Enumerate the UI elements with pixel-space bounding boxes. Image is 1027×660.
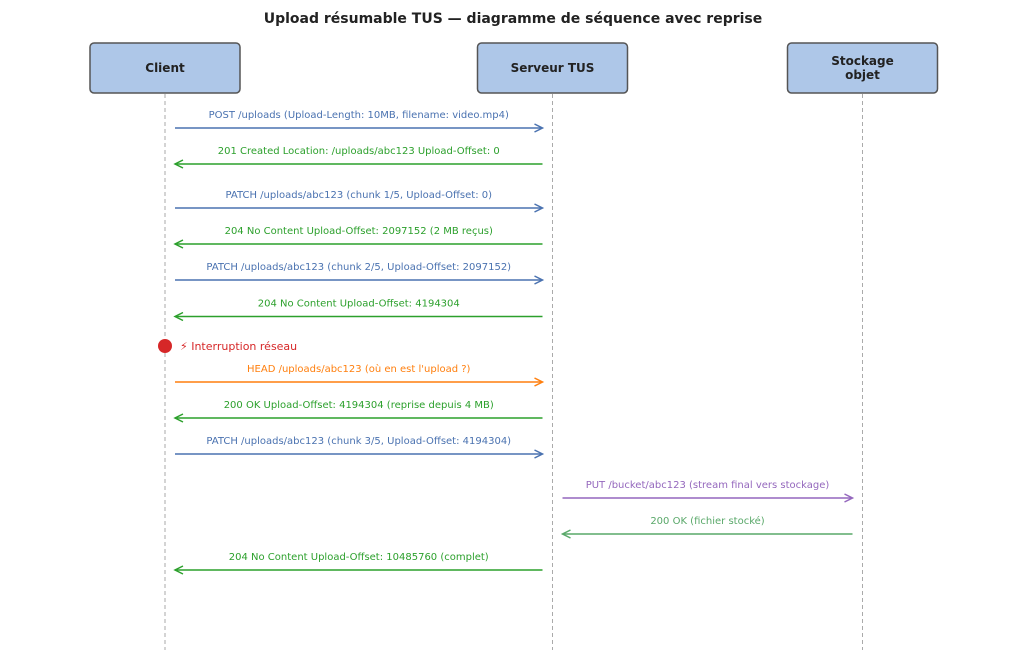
messages: POST /uploads (Upload-Length: 10MB, file… bbox=[158, 110, 855, 575]
message-label: 200 OK (fichier stocké) bbox=[650, 515, 764, 527]
actor-box-client bbox=[89, 42, 241, 94]
message-13: 204 No Content Upload-Offset: 10485760 (… bbox=[173, 552, 543, 575]
message-1: POST /uploads (Upload-Length: 10MB, file… bbox=[175, 110, 545, 133]
message-arrowhead bbox=[173, 311, 184, 322]
message-arrowhead bbox=[844, 493, 855, 503]
message-arrowhead bbox=[173, 565, 184, 575]
message-label: PATCH /uploads/abc123 (chunk 2/5, Upload… bbox=[206, 262, 511, 273]
actor-server: Serveur TUS bbox=[476, 42, 629, 94]
message-5: PATCH /uploads/abc123 (chunk 2/5, Upload… bbox=[175, 262, 545, 285]
message-label: 204 No Content Upload-Offset: 4194304 bbox=[258, 299, 460, 310]
actor-box-storage bbox=[786, 42, 939, 94]
message-11: PUT /bucket/abc123 (stream final vers st… bbox=[562, 480, 855, 503]
message-arrowhead bbox=[173, 239, 184, 249]
message-10: PATCH /uploads/abc123 (chunk 3/5, Upload… bbox=[175, 436, 545, 459]
actor-label-storage: objet bbox=[845, 68, 880, 82]
message-arrowhead bbox=[534, 449, 545, 459]
interruption-dot bbox=[158, 339, 172, 353]
interruption-note: ⚡ Interruption réseau bbox=[158, 339, 297, 353]
message-arrowhead bbox=[534, 123, 545, 133]
message-label: PATCH /uploads/abc123 (chunk 3/5, Upload… bbox=[206, 436, 511, 447]
message-label: 204 No Content Upload-Offset: 10485760 (… bbox=[229, 552, 489, 563]
message-label: HEAD /uploads/abc123 (où en est l'upload… bbox=[247, 363, 471, 375]
message-6: 204 No Content Upload-Offset: 4194304 bbox=[173, 299, 543, 322]
actor-label-storage: Stockage bbox=[831, 54, 894, 68]
actor-label-client: Client bbox=[145, 61, 185, 75]
message-3: PATCH /uploads/abc123 (chunk 1/5, Upload… bbox=[175, 190, 545, 213]
actor-client: Client bbox=[89, 42, 241, 94]
message-arrowhead bbox=[534, 203, 545, 213]
interruption-label: ⚡ Interruption réseau bbox=[180, 340, 297, 353]
message-4: 204 No Content Upload-Offset: 2097152 (2… bbox=[173, 226, 543, 249]
actor-label-server: Serveur TUS bbox=[511, 61, 595, 75]
message-label: POST /uploads (Upload-Length: 10MB, file… bbox=[209, 110, 509, 121]
message-12: 200 OK (fichier stocké) bbox=[560, 515, 853, 539]
actor-box-server bbox=[476, 42, 629, 94]
message-arrowhead bbox=[173, 159, 184, 169]
message-arrowhead bbox=[173, 413, 184, 423]
message-label: 204 No Content Upload-Offset: 2097152 (2… bbox=[225, 226, 493, 237]
message-2: 201 Created Location: /uploads/abc123 Up… bbox=[173, 146, 543, 169]
message-9: 200 OK Upload-Offset: 4194304 (reprise d… bbox=[173, 400, 543, 423]
message-arrowhead bbox=[534, 275, 545, 285]
message-label: 201 Created Location: /uploads/abc123 Up… bbox=[218, 146, 500, 157]
message-arrowhead bbox=[560, 529, 571, 539]
message-label: PATCH /uploads/abc123 (chunk 1/5, Upload… bbox=[225, 190, 492, 201]
message-label: PUT /bucket/abc123 (stream final vers st… bbox=[586, 480, 830, 491]
message-arrowhead bbox=[534, 377, 545, 387]
lifelines bbox=[164, 94, 863, 650]
message-8: HEAD /uploads/abc123 (où en est l'upload… bbox=[175, 363, 545, 387]
message-label: 200 OK Upload-Offset: 4194304 (reprise d… bbox=[224, 400, 494, 411]
diagram-title: Upload résumable TUS — diagramme de séqu… bbox=[264, 11, 763, 27]
